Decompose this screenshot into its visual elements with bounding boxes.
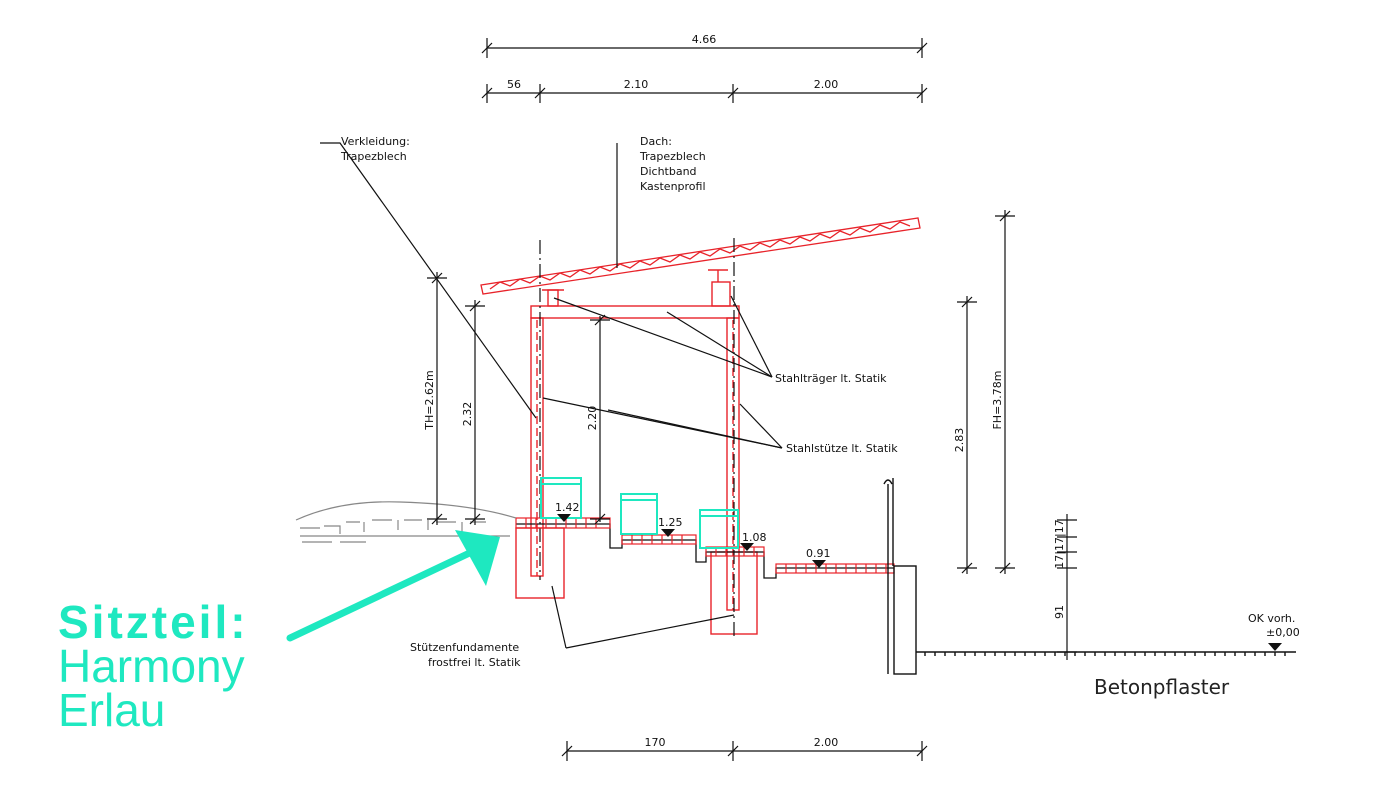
dim-91: 91 xyxy=(1053,605,1066,619)
dim-210: 2.10 xyxy=(624,78,649,91)
dim-200-bottom: 2.00 xyxy=(814,736,839,749)
level-142: 1.42 xyxy=(555,501,580,514)
note-verkleidung-1: Verkleidung: xyxy=(341,135,410,148)
dim-283: 2.83 xyxy=(953,428,966,453)
note-verkleidung-2: Trapezblech xyxy=(340,150,407,163)
note-fundament-2: frostfrei lt. Statik xyxy=(428,656,521,669)
dim-stairs: 17|17|17 xyxy=(1053,519,1066,568)
dim-overall: 4.66 xyxy=(692,33,717,46)
level-markers xyxy=(557,514,1282,651)
retaining-wall xyxy=(883,478,1296,675)
dim-232: 2.32 xyxy=(461,402,474,427)
seat-caption: Sitzteil: Harmony Erlau xyxy=(58,596,249,736)
dim-fh: FH=3.78m xyxy=(991,370,1004,429)
dim-220: 2.20 xyxy=(586,406,599,431)
caption-product: Harmony xyxy=(58,640,245,692)
caption-title: Sitzteil: xyxy=(58,596,249,648)
level-108: 1.08 xyxy=(742,531,767,544)
left-dimensions xyxy=(427,272,610,525)
note-stahltraeger: Stahlträger lt. Statik xyxy=(775,372,887,385)
note-dach-2: Trapezblech xyxy=(639,150,706,163)
dim-170: 170 xyxy=(645,736,666,749)
dim-200-top: 2.00 xyxy=(814,78,839,91)
ok-label: OK vorh. xyxy=(1248,612,1295,625)
note-fundament-1: Stützenfundamente xyxy=(410,641,519,654)
seats xyxy=(540,477,739,549)
dim-56: 56 xyxy=(507,78,521,91)
level-125: 1.25 xyxy=(658,516,683,529)
note-dach-1: Dach: xyxy=(640,135,672,148)
dim-th: TH=2.62m xyxy=(423,370,436,430)
note-dach-4: Kastenprofil xyxy=(640,180,706,193)
step-bricks xyxy=(515,517,895,574)
caption-brand: Erlau xyxy=(58,684,166,736)
level-091: 0.91 xyxy=(806,547,831,560)
top-dimensions xyxy=(481,38,928,103)
note-stahlstuetze: Stahlstütze lt. Statik xyxy=(786,442,898,455)
right-dimensions xyxy=(957,210,1077,660)
note-dach-3: Dichtband xyxy=(640,165,697,178)
steps xyxy=(516,523,894,579)
roof xyxy=(480,217,921,295)
axis-lines xyxy=(539,238,735,640)
note-betonpflaster: Betonpflaster xyxy=(1094,675,1230,699)
steel-frame xyxy=(515,269,758,635)
ok-value: ±0,00 xyxy=(1266,626,1300,639)
leader-lines xyxy=(320,142,783,649)
arrow-icon xyxy=(286,530,500,642)
bottom-dimensions xyxy=(561,741,928,761)
